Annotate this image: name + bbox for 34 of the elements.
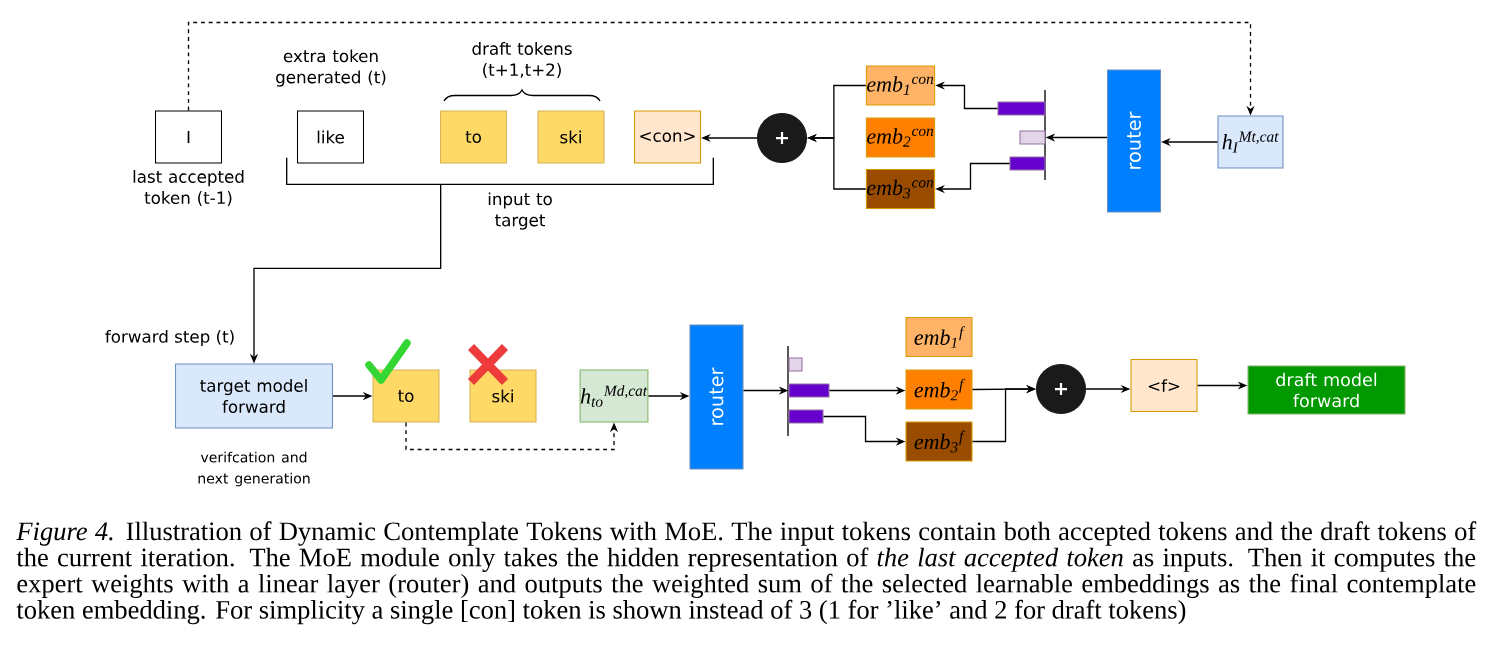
bracket [286, 157, 714, 185]
token-box: ski [469, 369, 537, 423]
token-caption: extra token generated (t) [276, 49, 386, 87]
token-box: <f> [1130, 359, 1198, 413]
token-box: ski [537, 110, 605, 164]
token-box: to [372, 369, 440, 423]
token-caption: last accepted token (t-1) [133, 170, 244, 206]
token-box: I [155, 110, 223, 164]
router-box: router [1107, 69, 1162, 213]
embedding-box: emb$_{3}$con [865, 169, 936, 210]
embedding-box: emb$_{1}$f [905, 317, 973, 358]
figure-caption: Figure 4. Illustration of Dynamic Contemplate Tokens with MoE. The input tokens contain both accepted tokens and the draft tokens of the current iteration. The MoE module only takes the hidden representation of the last accepted token as inputs. Then it computes the expert weights with a linear layer (router) and outputs the weighted sum of the selected learnable embeddings as the final contemplate token embedding. For simplicity a single [con] token is shown instead of 3 (1 for ’like’ and 2 for draft tokens) [16, 521, 1477, 625]
hidden-state-box: h$_{I}$Mt,cat [1217, 115, 1284, 169]
hidden-state-box: h$_{to}$Md,cat [579, 369, 649, 423]
weight-bar [997, 101, 1046, 116]
annotation-text: input to target [488, 192, 552, 230]
router-box: router [689, 324, 744, 470]
embedding-box: emb$_{2}$con [865, 117, 936, 158]
embedding-box: emb$_{3}$f [905, 421, 973, 462]
weight-bar [1019, 130, 1046, 145]
process-box: target model forward [175, 363, 333, 429]
embedding-box: emb$_{2}$f [905, 369, 973, 410]
token-box: like [297, 110, 365, 164]
weight-bar [788, 409, 824, 424]
token-box: to [440, 110, 508, 164]
weight-bar [788, 357, 803, 372]
weight-bar [788, 383, 830, 398]
embedding-box: emb$_{1}$con [865, 65, 936, 106]
token-caption: verifcation and next generation [198, 451, 310, 487]
annotation-text: draft tokens (t+1,t+2) [472, 42, 572, 78]
token-box: <con> [634, 110, 702, 164]
edge-label: forward step (t) [105, 329, 234, 347]
process-box: draft model forward [1247, 365, 1406, 415]
weight-bar [1009, 156, 1046, 171]
